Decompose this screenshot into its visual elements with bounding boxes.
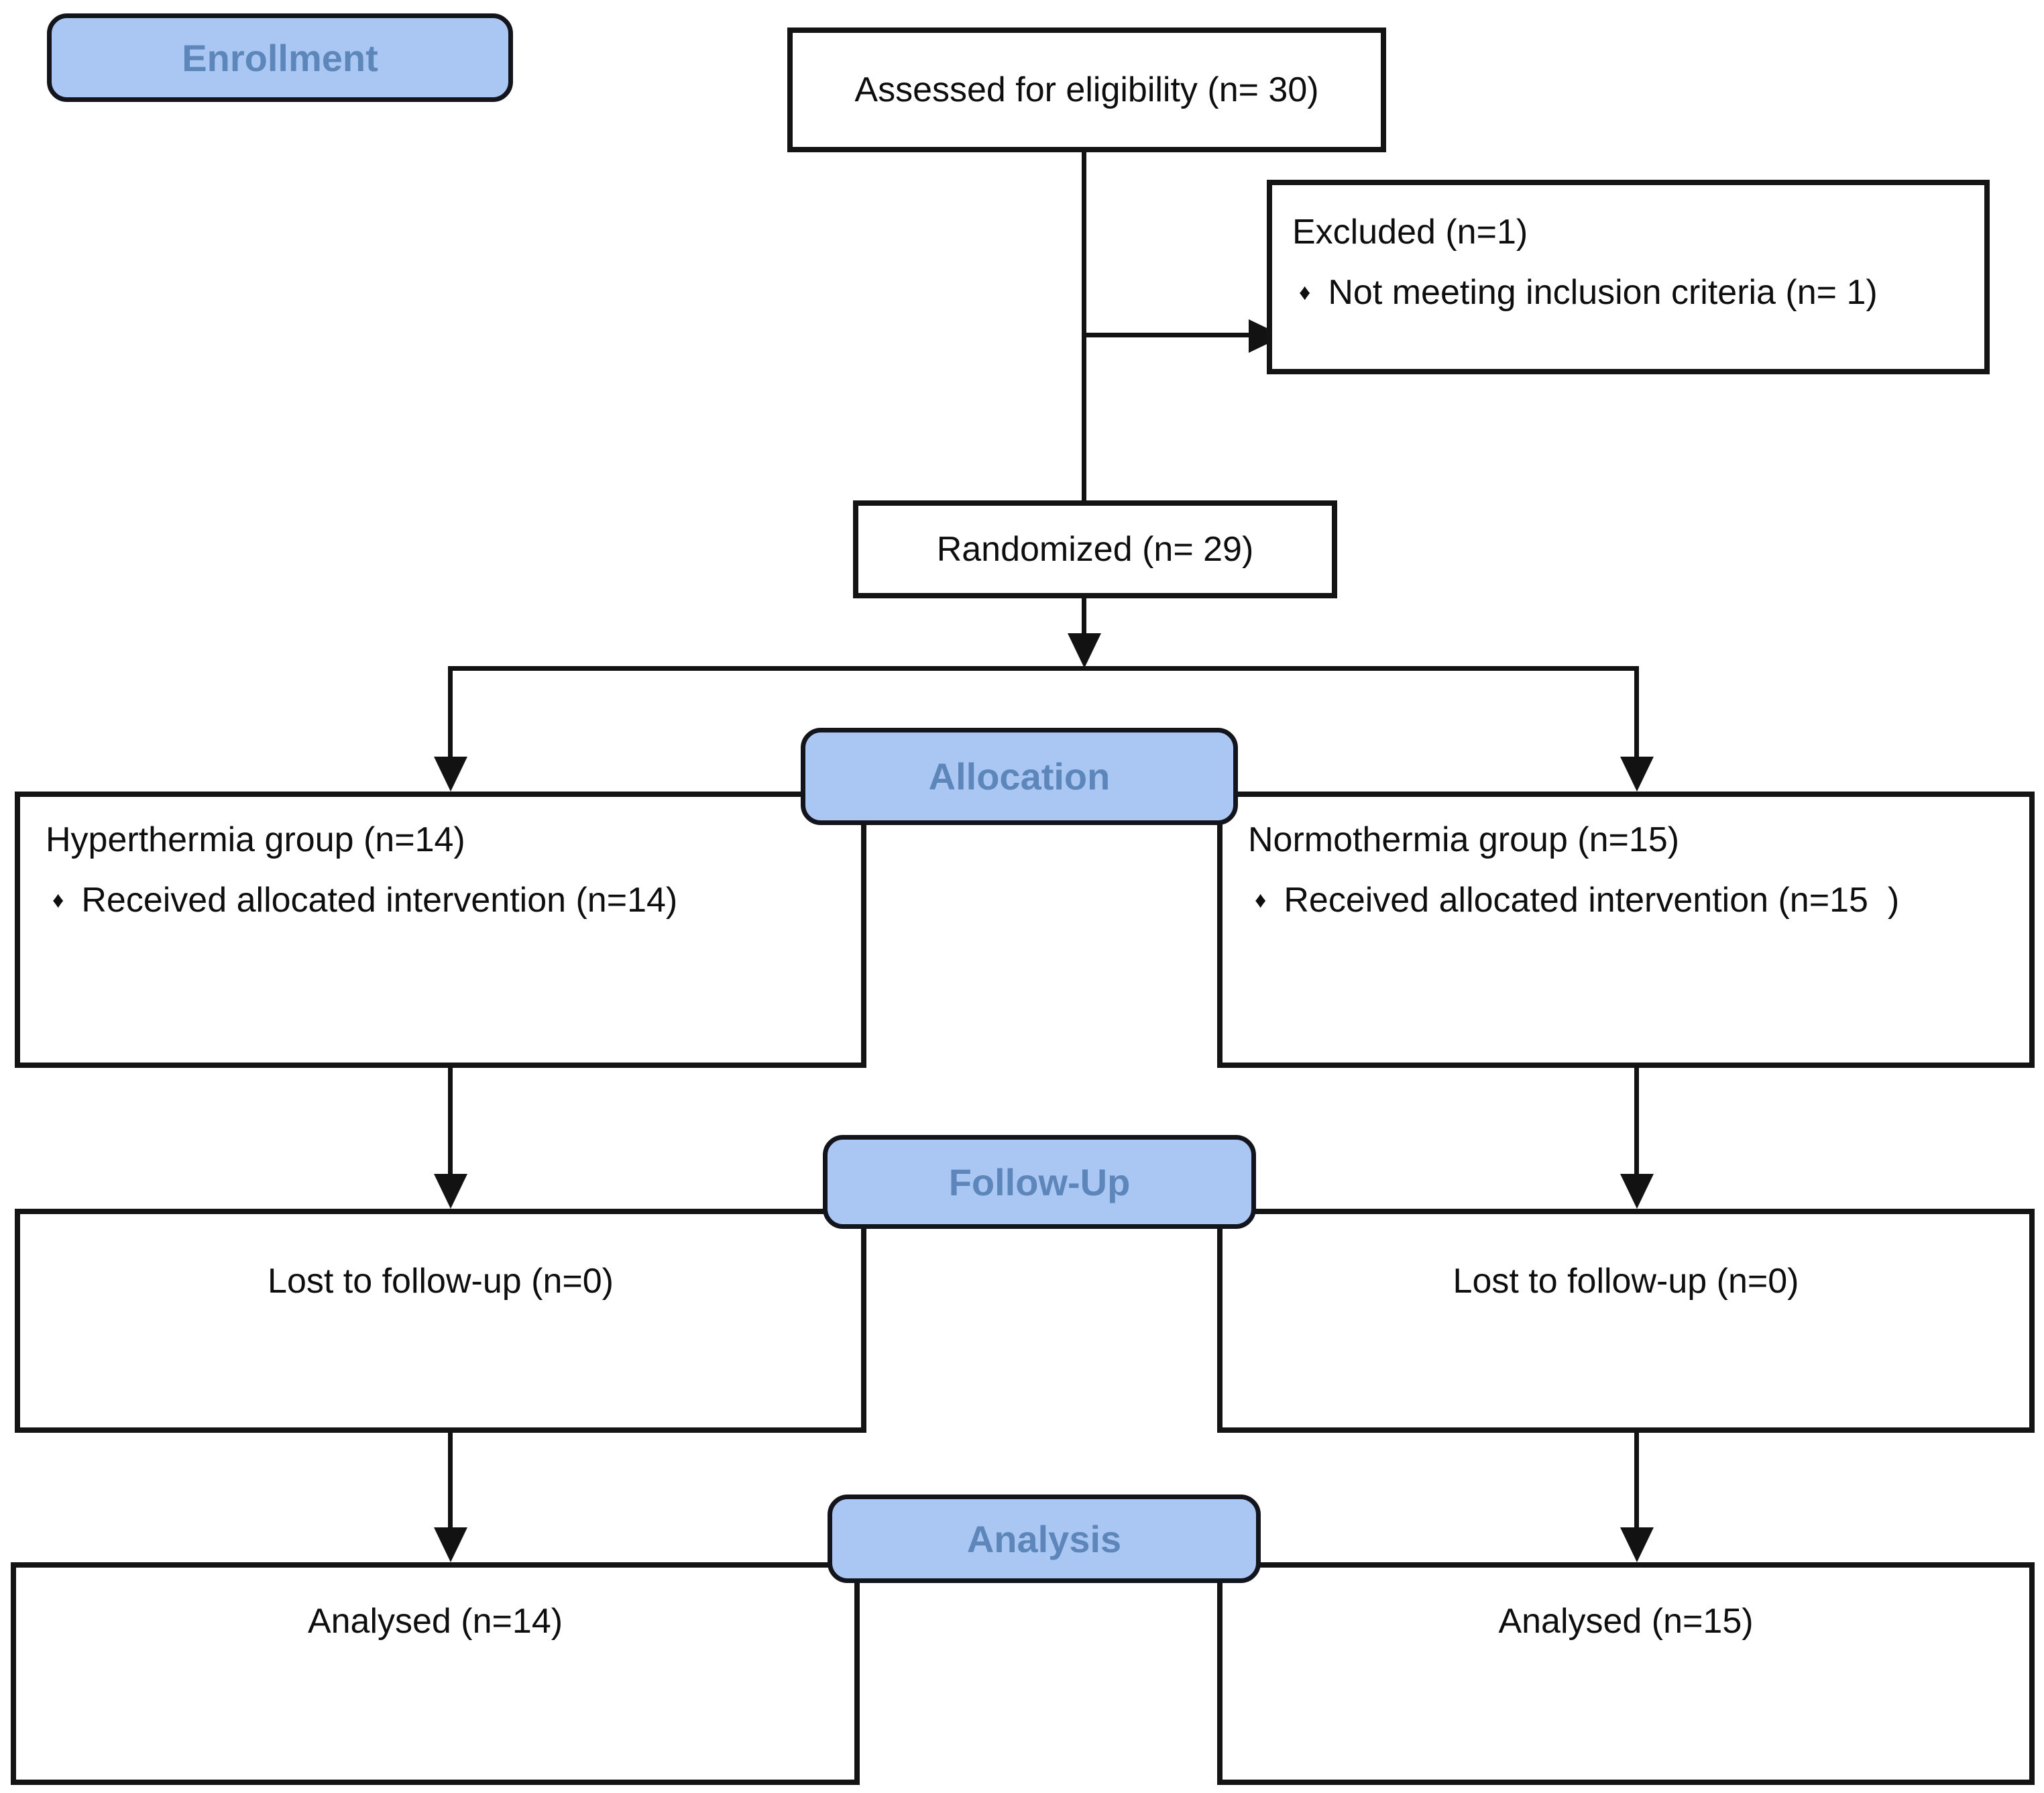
box-hyperthermia-group: Hyperthermia group (n=14) ♦ Received all… [15,792,866,1068]
diamond-bullet-icon: ♦ [52,887,64,913]
connector-right-group-to-followup [1634,1068,1639,1177]
box-lost-followup-right: Lost to follow-up (n=0) [1217,1209,2035,1433]
box-excluded: Excluded (n=1) ♦ Not meeting inclusion c… [1267,180,1990,374]
hyperthermia-bullet-text: Received allocated intervention (n=14) [81,881,678,920]
connector-split-to-right-group [1634,666,1639,760]
diamond-bullet-icon: ♦ [1299,280,1311,305]
box-analysed-right: Analysed (n=15) [1217,1562,2035,1785]
connector-split-line [448,666,1639,671]
analysed-right-text: Analysed (n=15) [1498,1602,1754,1641]
connector-left-followup-to-analysis [448,1430,453,1531]
followup-label-text: Follow-Up [948,1160,1131,1203]
allocation-label-text: Allocation [928,755,1111,798]
lost-followup-right-text: Lost to follow-up (n=0) [1453,1262,1799,1301]
stage-label-enrollment: Enrollment [47,13,513,102]
stage-label-analysis: Analysis [828,1495,1261,1583]
stage-label-followup: Follow-Up [823,1135,1256,1229]
box-lost-followup-left: Lost to follow-up (n=0) [15,1209,866,1433]
arrowhead-left-followup [434,1174,467,1209]
arrowhead-left-group [434,757,467,792]
connector-right-followup-to-analysis [1634,1430,1639,1531]
connector-left-group-to-followup [448,1068,453,1177]
diamond-bullet-icon: ♦ [1255,887,1267,913]
connector-split-to-left-group [448,666,453,760]
stage-label-allocation: Allocation [801,728,1238,825]
arrowhead-right-group [1620,757,1654,792]
arrowhead-left-analysed [434,1527,467,1562]
assessed-text: Assessed for eligibility (n= 30) [854,70,1319,109]
analysed-left-text: Analysed (n=14) [307,1602,563,1641]
arrowhead-right-analysed [1620,1527,1654,1562]
normothermia-title: Normothermia group (n=15) [1248,820,1680,859]
arrowhead-right-followup [1620,1174,1654,1209]
excluded-title: Excluded (n=1) [1292,213,1528,252]
normothermia-bullet-text: Received allocated intervention (n=15 ) [1284,881,1900,920]
box-assessed-eligibility: Assessed for eligibility (n= 30) [787,28,1386,152]
connector-randomized-to-split [1082,598,1086,635]
box-normothermia-group: Normothermia group (n=15) ♦ Received all… [1217,792,2035,1068]
connector-assessed-to-randomized [1082,152,1086,500]
randomized-text: Randomized (n= 29) [936,530,1254,569]
arrowhead-split [1068,633,1101,668]
enrollment-label-text: Enrollment [182,36,378,79]
analysis-label-text: Analysis [966,1517,1122,1560]
box-randomized: Randomized (n= 29) [853,500,1337,598]
connector-to-excluded [1082,333,1249,337]
lost-followup-left-text: Lost to follow-up (n=0) [268,1262,614,1301]
box-analysed-left: Analysed (n=14) [11,1562,860,1785]
hyperthermia-title: Hyperthermia group (n=14) [46,820,465,859]
excluded-bullet-text: Not meeting inclusion criteria (n= 1) [1328,273,1878,312]
